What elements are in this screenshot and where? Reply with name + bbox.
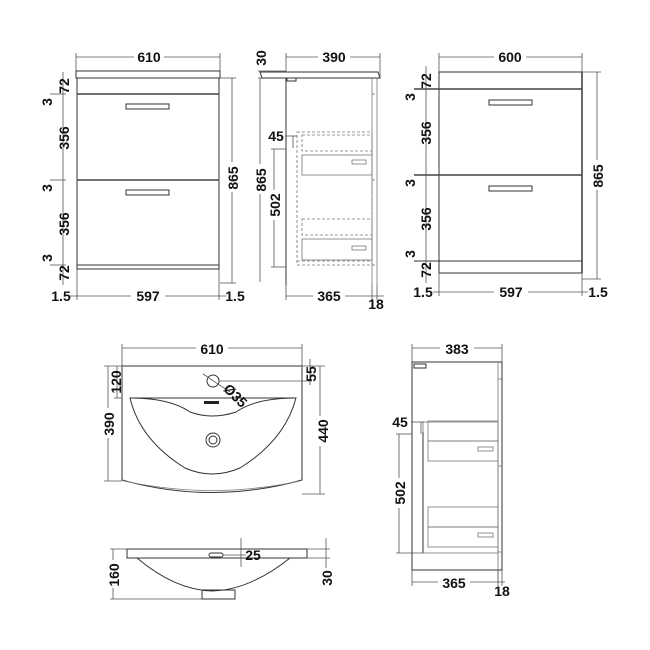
dim-plinth-top: 72 xyxy=(418,73,434,89)
dim-cabinet-depth: 365 xyxy=(317,288,341,304)
dim-plinth-bottom: 72 xyxy=(418,262,434,278)
dim-drawer-offset: 45 xyxy=(268,128,284,144)
dim-offset-right: 1.5 xyxy=(588,284,608,300)
dim-drawer-height: 502 xyxy=(392,481,408,505)
dim-plinth-top: 72 xyxy=(56,78,72,94)
basin-section-view: 25 160 30 xyxy=(104,538,335,600)
dim-drawer-2: 356 xyxy=(418,207,434,231)
dim-depth-390: 390 xyxy=(322,49,346,65)
dim-width-600: 600 xyxy=(498,49,522,65)
dim-depth-383: 383 xyxy=(445,341,469,357)
dim-total-height: 865 xyxy=(225,166,241,190)
front-view-610: 610 72 3 356 3 356 3 72 865 1.5 xyxy=(39,49,245,304)
front-view-600: 600 72 3 356 3 356 3 72 865 1.5 597 1.5 xyxy=(402,49,608,300)
dim-drawer-1: 356 xyxy=(56,126,72,150)
dim-offset-left: 1.5 xyxy=(51,288,71,304)
drawer-handle xyxy=(488,185,533,192)
dim-gap-1: 3 xyxy=(39,98,55,106)
dim-basin-width: 610 xyxy=(200,341,224,357)
dim-plinth-bottom: 72 xyxy=(56,265,72,281)
dim-overall-depth: 440 xyxy=(315,419,331,443)
dim-offset-right: 1.5 xyxy=(225,288,245,304)
side-view-basin: 390 30 45 502 865 xyxy=(252,49,384,312)
dim-basin-depth: 390 xyxy=(101,412,117,436)
dim-section-height: 160 xyxy=(106,563,122,587)
drawer-handle xyxy=(125,103,170,110)
dim-tap-offset: 120 xyxy=(108,370,124,394)
dim-inner-width: 597 xyxy=(499,284,523,300)
dim-basin-thickness: 30 xyxy=(253,50,269,66)
basin-plan-view: 610 Ø35 390 120 55 440 xyxy=(100,341,331,495)
dim-drawer-2: 356 xyxy=(56,212,72,236)
side-view-cabinet: 383 45 502 365 18 xyxy=(391,341,510,599)
dim-door-thickness: 18 xyxy=(494,583,510,599)
drain-icon xyxy=(205,432,221,448)
drawer-handle xyxy=(125,189,170,196)
dim-gap-3: 3 xyxy=(402,250,418,258)
dim-cabinet-depth: 365 xyxy=(442,575,466,591)
dim-drawer-offset: 45 xyxy=(392,414,408,430)
dim-tap-edge: 55 xyxy=(303,366,319,382)
dim-offset-left: 1.5 xyxy=(413,284,433,300)
drawer-handle xyxy=(488,99,533,106)
overflow-icon xyxy=(208,552,224,558)
dim-overflow: 25 xyxy=(245,547,261,563)
dim-drawer-1: 356 xyxy=(418,121,434,145)
dim-gap-3: 3 xyxy=(39,254,55,262)
dim-total-height: 865 xyxy=(590,164,606,188)
overflow-slot xyxy=(204,401,219,404)
dim-width-610: 610 xyxy=(137,49,161,65)
dim-door-thickness: 18 xyxy=(368,296,384,312)
dim-inner-width: 597 xyxy=(136,288,160,304)
dim-rim-thickness: 30 xyxy=(319,570,335,586)
dim-gap-2: 3 xyxy=(39,184,55,192)
dim-gap-2: 3 xyxy=(402,179,418,187)
dim-gap-1: 3 xyxy=(402,93,418,101)
dim-drawer-height: 502 xyxy=(267,193,283,217)
dim-total-height: 865 xyxy=(253,168,269,192)
